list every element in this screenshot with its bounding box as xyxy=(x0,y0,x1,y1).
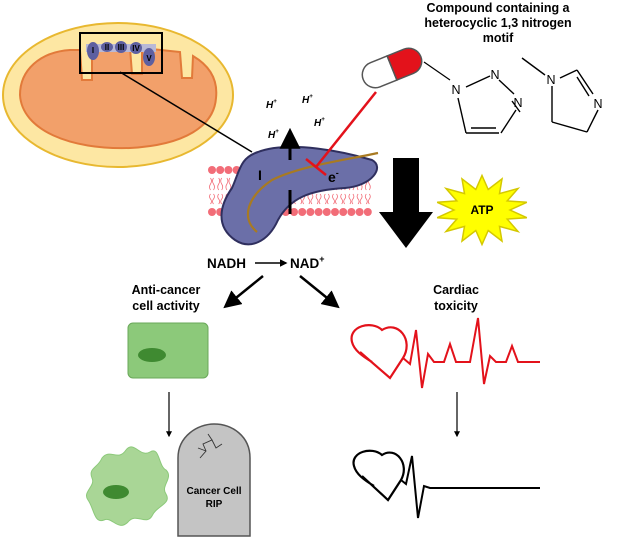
complex-label-iii: III xyxy=(118,43,125,52)
branch-arrow-anticancer xyxy=(223,275,264,309)
imidazole-n3: N xyxy=(593,97,602,111)
lipid-head xyxy=(355,208,364,216)
cardiac-label-line-1: Cardiac xyxy=(433,283,479,297)
electron-path xyxy=(246,151,379,233)
lipid-head xyxy=(339,208,348,216)
cardiac-label-line-2: toxicity xyxy=(434,299,478,313)
lipid-tail xyxy=(217,177,224,191)
healthy-cancer-cell xyxy=(127,322,209,379)
inhibition-marker xyxy=(305,91,377,176)
zoom-connector-line xyxy=(119,71,253,153)
complex-label-v: V xyxy=(146,54,152,63)
complex-i-label: I xyxy=(258,167,262,183)
lipid-head xyxy=(322,208,331,216)
pill-icon xyxy=(361,47,423,89)
heartbeat-trace-red xyxy=(402,317,540,389)
lipid-tail xyxy=(364,193,371,205)
lipid-head xyxy=(208,208,216,216)
proton-label-1: H+ xyxy=(266,99,277,111)
compound-title-line-1: Compound containing a xyxy=(426,1,570,15)
triazole-n1: N xyxy=(451,83,460,97)
proton-label-2: H+ xyxy=(302,94,313,106)
lipid-head xyxy=(216,166,225,174)
atp-label: ATP xyxy=(470,203,493,217)
lipid-head xyxy=(298,208,307,216)
atp-decrease-arrow xyxy=(379,158,433,248)
lipid-tail xyxy=(348,193,355,205)
complex-label-iv: IV xyxy=(132,44,140,53)
branch-arrow-cardiac xyxy=(299,275,340,309)
lipid-tail xyxy=(340,193,347,205)
triazole-structure xyxy=(457,75,521,134)
complex-i xyxy=(220,145,379,246)
complex-label-ii: II xyxy=(105,43,109,52)
heartbeat-heart-red xyxy=(350,324,408,380)
imidazole-n1: N xyxy=(546,73,555,87)
compound-title: Compound containing a heterocyclic 1,3 n… xyxy=(424,1,571,45)
lipid-head xyxy=(306,208,315,216)
imidazole-structure xyxy=(521,57,599,133)
mini-complex-4 xyxy=(130,42,142,54)
lipid-tail xyxy=(307,193,314,205)
mini-complex-5 xyxy=(143,48,155,66)
compound-title-line-3: motif xyxy=(483,31,514,45)
anticancer-label-line-1: Anti-cancer xyxy=(132,283,201,297)
cancer-cell-nucleus xyxy=(138,348,166,362)
lipid-head xyxy=(363,208,372,216)
nad-label: NAD+ xyxy=(290,254,325,271)
lipid-tail xyxy=(356,193,363,205)
lipid-tail xyxy=(323,193,330,205)
lipid-head xyxy=(290,208,298,216)
lipid-tail xyxy=(315,193,322,205)
anticancer-label-line-2: cell activity xyxy=(132,299,199,313)
electron-symbol: e xyxy=(328,169,336,185)
pill-link-line xyxy=(423,61,451,81)
nadh-label: NADH xyxy=(207,256,246,271)
lipid-tail xyxy=(217,193,224,205)
apoptotic-nucleus xyxy=(103,485,129,499)
lipid-tail xyxy=(209,193,215,205)
lipid-head xyxy=(347,208,356,216)
lipid-tail xyxy=(332,193,338,205)
triazole-n2: N xyxy=(490,68,499,82)
lipid-head xyxy=(224,166,233,174)
atp-starburst xyxy=(436,173,528,247)
mini-complex-1 xyxy=(87,42,99,60)
triazole-n3: N xyxy=(513,96,522,110)
lipid-tail xyxy=(209,177,215,191)
proton-label-3: H+ xyxy=(268,129,279,141)
tombstone xyxy=(177,423,251,537)
heartbeat-heart-flatline xyxy=(352,449,405,502)
mini-complex-2 xyxy=(101,42,113,52)
complex-label-i: I xyxy=(92,46,94,55)
tombstone-line-1: Cancer Cell xyxy=(186,486,241,497)
compound-title-line-2: heterocyclic 1,3 nitrogen xyxy=(424,16,571,30)
tombstone-crack xyxy=(197,433,223,459)
proton-label-4: H+ xyxy=(314,117,325,129)
mitochondrion: I II III IV V xyxy=(2,22,234,168)
electron-label: e- xyxy=(328,168,339,185)
electron-charge: - xyxy=(336,168,339,178)
lipid-tail xyxy=(225,177,232,191)
lipid-head xyxy=(331,208,339,216)
mini-complex-3 xyxy=(115,41,127,53)
mitochondrion-inner-membrane xyxy=(18,46,218,150)
apoptotic-cell xyxy=(86,446,170,526)
complex-i-body xyxy=(220,145,378,246)
lipid-head xyxy=(314,208,323,216)
tombstone-line-2: RIP xyxy=(206,499,223,510)
heartbeat-trace-flatline xyxy=(400,455,540,519)
lipid-head xyxy=(208,166,216,174)
